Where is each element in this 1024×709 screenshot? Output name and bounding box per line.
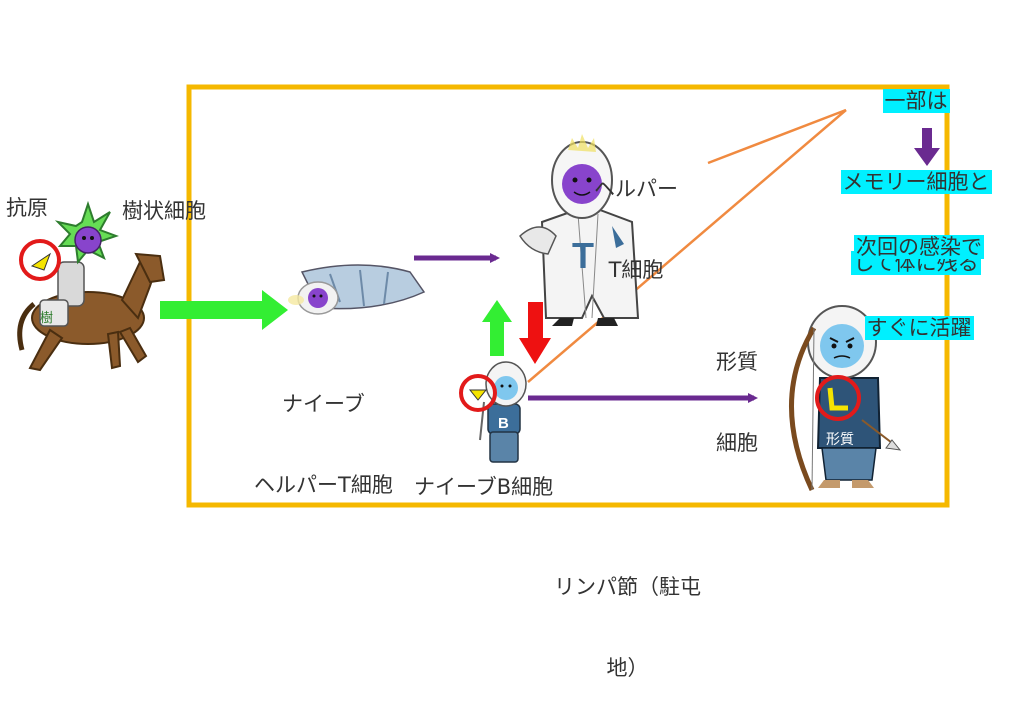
helper-t-badge: T — [572, 235, 594, 276]
antigen-ring-left — [19, 239, 61, 281]
lymph-node-label: リンパ節（駐屯 地） — [554, 520, 701, 709]
antigen-icon-left — [30, 252, 52, 271]
dendritic-rider-illustration — [17, 200, 166, 372]
lymph-node-label-line1: リンパ節（駐屯 — [554, 575, 701, 599]
next-infection-note: 次回の感染で すぐに活躍 — [834, 180, 1004, 369]
green-arrow-main — [160, 290, 288, 330]
lymph-node-frame — [186, 84, 950, 508]
memory-note-line1: 一部は — [882, 89, 950, 113]
antigen-label: 抗原 — [6, 196, 48, 220]
naive-b-badge: B — [498, 415, 509, 432]
antigen-ring-b — [459, 374, 497, 412]
plasma-cell-badge: 形質 — [826, 431, 854, 447]
dendritic-cell-label: 樹状細胞 — [122, 199, 206, 223]
helper-t-label-line1: ヘルパー — [594, 177, 678, 201]
helper-t-illustration — [519, 134, 640, 326]
diagram-canvas: T B 形質 樹 — [17, 84, 950, 508]
purple-arrow-down — [914, 128, 940, 166]
antibody-icon-plasma — [827, 387, 848, 411]
plasma-cell-label-line1: 形質 — [716, 350, 758, 374]
connector-helper-t — [707, 108, 847, 165]
naive-helper-t-illustration — [288, 264, 426, 315]
next-infection-line2: すぐに活躍 — [864, 316, 974, 340]
plasma-cell-label: 形質 細胞 — [716, 295, 758, 484]
dendritic-badge: 樹 — [40, 310, 53, 325]
memory-note-line2: メモリー細胞と — [840, 170, 992, 194]
red-arrow-down — [519, 302, 551, 364]
naive-b-illustration — [479, 361, 527, 463]
antigen-icon-b — [468, 389, 488, 401]
connector-naive-b — [527, 109, 847, 383]
naive-helper-t-label-line2: ヘルパーT細胞 — [254, 473, 393, 497]
naive-b-label: ナイーブB細胞 — [414, 475, 554, 499]
helper-t-label: ヘルパー T細胞 — [594, 122, 678, 311]
green-arrow-up — [482, 300, 512, 356]
plasma-cell-label-line2: 細胞 — [716, 431, 758, 455]
antigen-ring-plasma — [815, 375, 861, 421]
lymph-node-label-line2: 地） — [606, 656, 649, 680]
helper-t-label-line2: T細胞 — [608, 258, 664, 282]
next-infection-line1: 次回の感染で — [854, 235, 984, 259]
naive-helper-t-label-line1: ナイーブ — [282, 392, 365, 416]
plasma-cell-illustration — [789, 305, 902, 492]
naive-helper-t-label: ナイーブ ヘルパーT細胞 — [254, 337, 393, 526]
